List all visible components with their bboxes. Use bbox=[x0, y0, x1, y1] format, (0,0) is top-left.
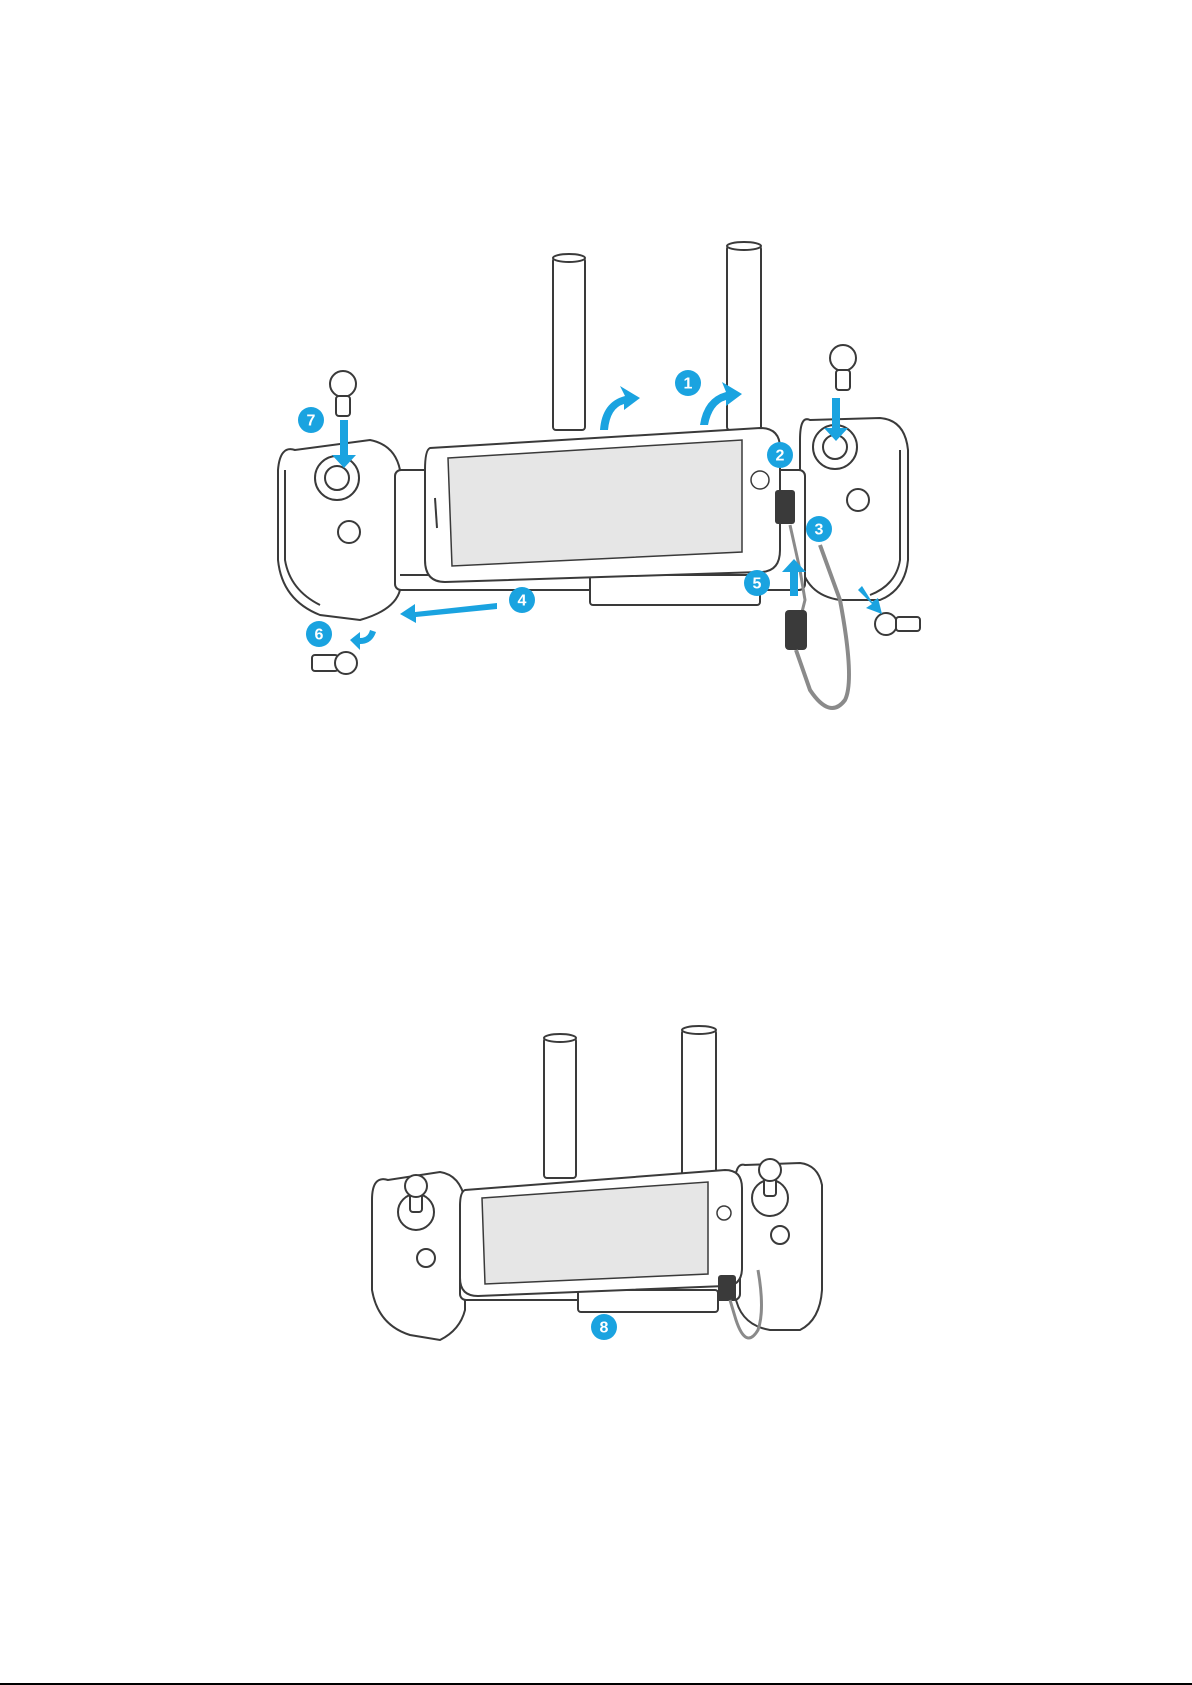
step-badge-2: 2 bbox=[767, 442, 793, 468]
control-stick bbox=[830, 345, 856, 390]
step-number: 3 bbox=[815, 522, 824, 539]
step-badge-3: 3 bbox=[806, 516, 832, 542]
antenna-right bbox=[727, 242, 761, 430]
control-stick bbox=[312, 652, 357, 674]
mobile-device bbox=[425, 428, 780, 582]
step-number: 7 bbox=[307, 413, 316, 430]
antenna-right bbox=[682, 1026, 716, 1178]
step-badge-8: 8 bbox=[591, 1314, 617, 1340]
step-number: 8 bbox=[600, 1320, 609, 1337]
step-number: 2 bbox=[776, 448, 785, 465]
antenna-left bbox=[544, 1034, 576, 1178]
setup-diagram-top: 1 2 3 4 5 6 7 bbox=[0, 0, 1192, 760]
right-grip bbox=[800, 418, 908, 600]
step-badge-6: 6 bbox=[306, 621, 332, 647]
step-number: 6 bbox=[315, 627, 324, 644]
left-grip bbox=[278, 440, 400, 620]
control-stick bbox=[875, 613, 920, 635]
step-number: 4 bbox=[518, 593, 527, 610]
control-stick bbox=[330, 371, 356, 416]
step-number: 5 bbox=[753, 576, 762, 593]
setup-diagram-bottom: 8 bbox=[0, 1000, 1192, 1400]
step-badge-1: 1 bbox=[675, 370, 701, 396]
mobile-device bbox=[460, 1170, 742, 1296]
right-grip bbox=[735, 1163, 822, 1330]
step-badge-7: 7 bbox=[298, 407, 324, 433]
step-number: 1 bbox=[684, 376, 693, 393]
step-badge-5: 5 bbox=[744, 570, 770, 596]
antenna-left bbox=[553, 254, 585, 430]
step-badge-4: 4 bbox=[509, 587, 535, 613]
